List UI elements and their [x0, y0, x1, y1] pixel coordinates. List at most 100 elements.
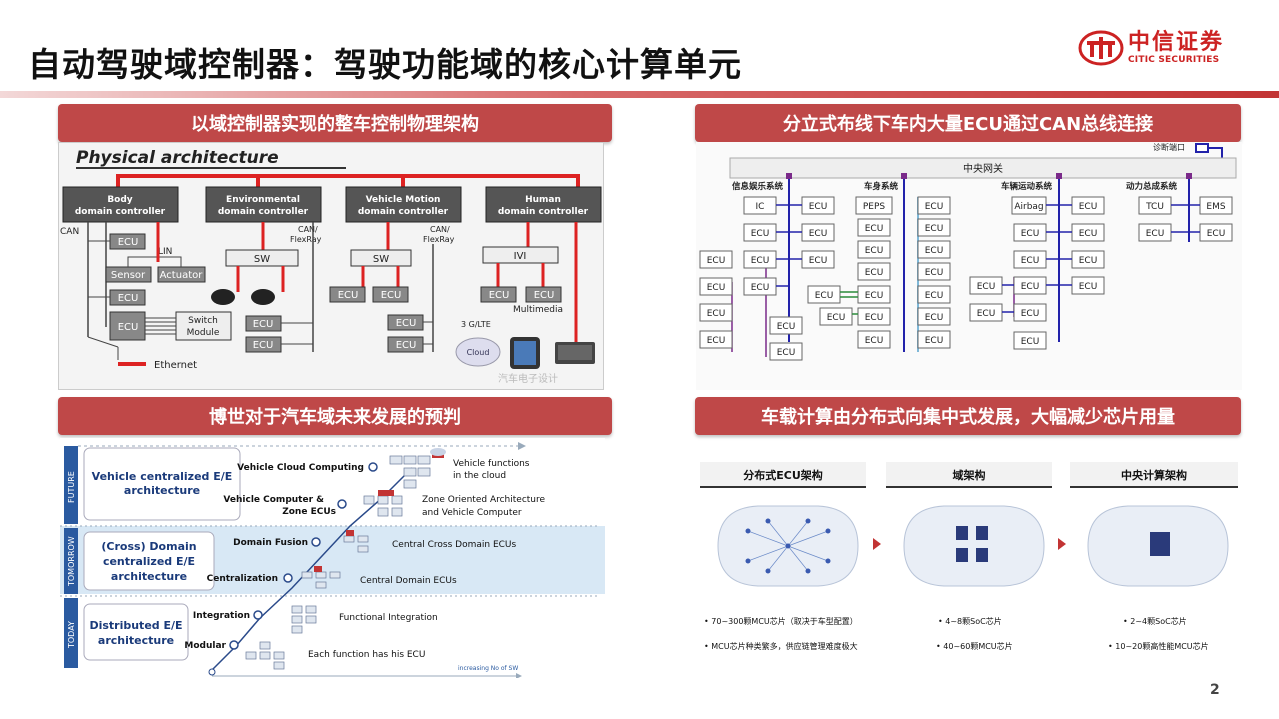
- svg-text:ECU: ECU: [865, 246, 884, 256]
- svg-text:ECU: ECU: [751, 229, 770, 239]
- svg-text:ECU: ECU: [253, 340, 274, 351]
- svg-text:ECU: ECU: [809, 202, 828, 212]
- svg-text:CAN/: CAN/: [298, 225, 318, 234]
- banner-physical-architecture: 以域控制器实现的整车控制物理架构: [58, 104, 612, 142]
- svg-text:ECU: ECU: [1021, 229, 1040, 239]
- phase-bar-future: [64, 446, 78, 524]
- svg-text:ECU: ECU: [707, 336, 726, 346]
- svg-text:分布式ECU架构: 分布式ECU架构: [743, 468, 823, 482]
- svg-text:FlexRay: FlexRay: [290, 235, 322, 244]
- svg-text:IC: IC: [756, 202, 765, 212]
- svg-text:ECU: ECU: [1021, 282, 1040, 292]
- svg-text:Human: Human: [525, 195, 561, 205]
- svg-text:Cloud: Cloud: [467, 348, 490, 357]
- arch-distributed: 分布式ECU架构: [700, 462, 866, 587]
- citic-logo: 中信证券 CITIC SECURITIES: [1078, 30, 1224, 66]
- svg-text:domain controller: domain controller: [498, 207, 589, 217]
- svg-text:Each function has his ECU: Each function has his ECU: [308, 650, 425, 660]
- svg-text:ECU: ECU: [707, 283, 726, 293]
- svg-text:ECU: ECU: [977, 282, 996, 292]
- svg-text:ECU: ECU: [118, 293, 139, 304]
- distributed-note-1: • 70~300颗MCU芯片（取决于车型配置）: [704, 616, 858, 626]
- svg-text:PEPS: PEPS: [863, 202, 886, 212]
- axis-label: increasing No of SW: [458, 665, 518, 672]
- domain-controller-body: Body domain controller: [62, 186, 179, 223]
- arch-central: 中央计算架构: [1070, 462, 1238, 587]
- svg-text:ECU: ECU: [865, 313, 884, 323]
- svg-text:architecture: architecture: [111, 570, 187, 583]
- phase-tomorrow: TOMORROW: [67, 536, 76, 587]
- svg-text:ECU: ECU: [751, 256, 770, 266]
- svg-text:LIN: LIN: [158, 247, 172, 257]
- central-note-1: • 2~4颗SoC芯片: [1123, 616, 1187, 626]
- svg-text:ECU: ECU: [1146, 229, 1165, 239]
- svg-text:ECU: ECU: [925, 336, 944, 346]
- svg-text:Switch: Switch: [188, 316, 218, 326]
- svg-text:EMS: EMS: [1206, 202, 1225, 212]
- svg-text:FlexRay: FlexRay: [423, 235, 455, 244]
- svg-text:ECU: ECU: [751, 283, 770, 293]
- logo-en-text: CITIC SECURITIES: [1128, 55, 1220, 65]
- svg-text:ECU: ECU: [1021, 337, 1040, 347]
- svg-text:3 G/LTE: 3 G/LTE: [461, 320, 491, 329]
- phase-future: FUTURE: [67, 471, 76, 503]
- svg-text:ECU: ECU: [381, 290, 402, 301]
- svg-text:ECU: ECU: [815, 291, 834, 301]
- svg-text:ECU: ECU: [809, 256, 828, 266]
- svg-text:ECU: ECU: [118, 322, 139, 333]
- svg-text:Centralization: Centralization: [207, 574, 278, 584]
- phase-bar-tomorrow: [64, 528, 78, 594]
- svg-text:SW: SW: [254, 254, 270, 265]
- svg-text:(Cross) Domain: (Cross) Domain: [101, 540, 196, 553]
- svg-text:ECU: ECU: [1079, 229, 1098, 239]
- svg-text:Vehicle functions: Vehicle functions: [453, 459, 530, 469]
- svg-text:Integration: Integration: [193, 611, 250, 621]
- svg-text:domain controller: domain controller: [358, 207, 449, 217]
- physical-architecture-diagram: Physical architecture Body domain contro…: [58, 142, 604, 390]
- svg-text:Zone ECUs: Zone ECUs: [282, 507, 336, 517]
- svg-text:and Vehicle Computer: and Vehicle Computer: [422, 508, 522, 518]
- svg-text:Domain Fusion: Domain Fusion: [233, 538, 308, 548]
- domain-note-1: • 4~8颗SoC芯片: [938, 616, 1002, 626]
- svg-text:Sensor: Sensor: [111, 270, 146, 281]
- svg-text:ECU: ECU: [1079, 256, 1098, 266]
- svg-text:ECU: ECU: [1021, 256, 1040, 266]
- svg-text:IVI: IVI: [514, 251, 527, 262]
- svg-text:ECU: ECU: [338, 290, 359, 301]
- banner-bosch-forecast: 博世对于汽车域未来发展的预判: [58, 397, 612, 435]
- svg-text:ECU: ECU: [396, 318, 417, 329]
- svg-text:ECU: ECU: [865, 336, 884, 346]
- diag-port-label: 诊断端口: [1153, 142, 1185, 152]
- svg-text:ECU: ECU: [253, 319, 274, 330]
- group-vehicle-motion: 车辆运动系统: [1001, 181, 1053, 192]
- svg-text:ECU: ECU: [925, 291, 944, 301]
- svg-text:Distributed E/E: Distributed E/E: [89, 619, 182, 632]
- svg-text:SW: SW: [373, 254, 389, 265]
- svg-text:in the cloud: in the cloud: [453, 471, 506, 481]
- svg-text:ECU: ECU: [534, 290, 555, 301]
- group-body: 车身系统: [864, 181, 899, 192]
- page-number: 2: [1210, 682, 1220, 698]
- domain-controller-vehicle-motion: Vehicle Motion domain controller: [345, 186, 462, 223]
- svg-text:Modular: Modular: [184, 641, 226, 651]
- svg-text:ECU: ECU: [925, 313, 944, 323]
- svg-text:Central Domain ECUs: Central Domain ECUs: [360, 576, 457, 586]
- domain-note-2: • 40~60颗MCU芯片: [936, 641, 1013, 651]
- svg-text:ECU: ECU: [865, 268, 884, 278]
- arch-domain: 域架构: [886, 462, 1052, 587]
- svg-text:ECU: ECU: [777, 322, 796, 332]
- svg-text:CAN: CAN: [60, 227, 79, 237]
- svg-text:ECU: ECU: [809, 229, 828, 239]
- svg-text:ECU: ECU: [396, 340, 417, 351]
- watermark-text: 汽车电子设计: [498, 372, 558, 385]
- distributed-note-2: • MCU芯片种类繁多，供应链管理难度极大: [704, 641, 858, 651]
- svg-text:TCU: TCU: [1145, 202, 1164, 212]
- svg-text:Actuator: Actuator: [160, 270, 204, 281]
- svg-text:Central Cross Domain ECUs: Central Cross Domain ECUs: [392, 540, 517, 550]
- svg-text:ECU: ECU: [925, 202, 944, 212]
- can-bus-diagram: 诊断端口 中央网关 信息娱乐系统 车身系统 车辆运动系统 动力总成系统 IC E…: [696, 142, 1242, 390]
- svg-text:Vehicle Computer &: Vehicle Computer &: [223, 495, 324, 505]
- svg-text:ECU: ECU: [925, 224, 944, 234]
- group-infotainment: 信息娱乐系统: [732, 181, 784, 192]
